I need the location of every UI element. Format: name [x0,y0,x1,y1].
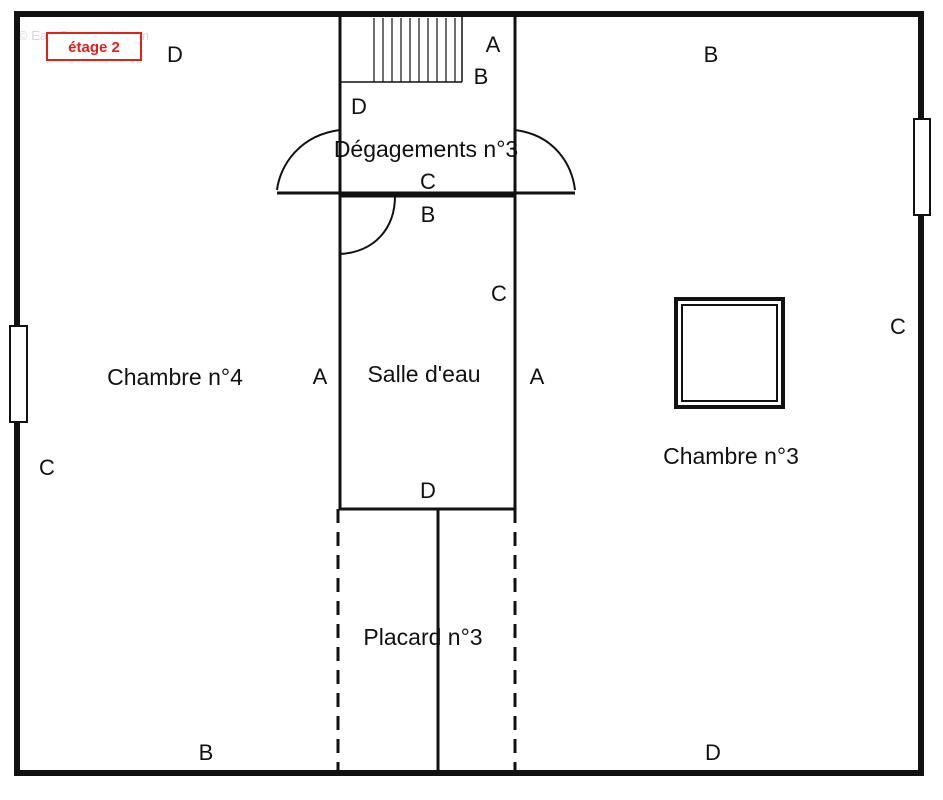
door-swing-right [514,129,576,191]
room-label-chambre-4: Chambre n°4 [107,364,243,390]
wall-label-ch4-bottom: B [199,740,214,765]
wall-label-ch3-top: B [704,42,719,67]
floor-badge-label: étage 2 [68,39,120,56]
room-label-placard: Placard n°3 [363,624,482,650]
skylight-inner [681,304,778,402]
wall-label-se-top: B [421,202,436,227]
wall-label-deg-bottom: C [420,169,436,194]
wall-label-ch4-left: C [39,455,55,480]
room-label-chambre-3: Chambre n°3 [663,443,799,469]
window-left [9,325,28,423]
wall-label-ch3-left: A [530,364,545,389]
wall-label-deg-left: D [351,94,367,119]
wall-label-ch3-bottom: D [705,740,721,765]
wall-label-ch4-right: A [313,364,328,389]
wall-label-deg-stair: B [474,64,489,89]
staircase [340,14,463,83]
wall-label-se-right: C [491,281,507,306]
room-label-degagements: Dégagements n°3 [334,136,518,162]
wall-label-se-bottom: D [420,478,436,503]
room-label-salle-eau: Salle d'eau [367,361,480,387]
skylight-outer [674,297,785,409]
door-swing-salle-eau [339,195,396,255]
wall-label-ch4-top: D [167,42,183,67]
window-right [913,118,931,216]
door-swing-left [276,129,341,191]
salle-eau-walls [338,194,517,511]
floor-badge-frame [46,32,142,61]
wall-label-deg-top-right: A [486,32,501,57]
placard-walls [336,509,517,772]
wall-label-ch3-right: C [890,314,906,339]
outer-wall [14,11,924,776]
